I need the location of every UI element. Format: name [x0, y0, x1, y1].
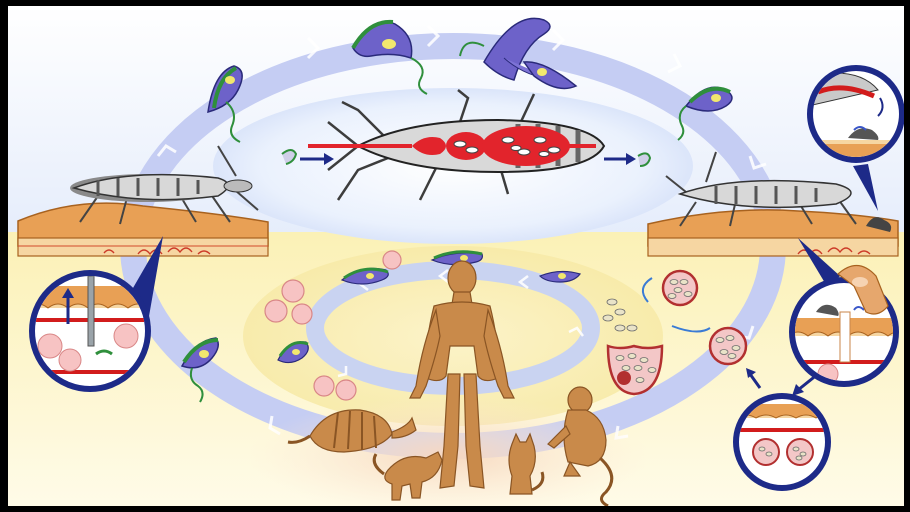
- chagas-life-cycle-diagram: [8, 6, 904, 506]
- feeding-lens: [808, 68, 904, 164]
- amastigote-cell-icon: [663, 271, 697, 305]
- amastigote-cell-icon: [710, 328, 746, 364]
